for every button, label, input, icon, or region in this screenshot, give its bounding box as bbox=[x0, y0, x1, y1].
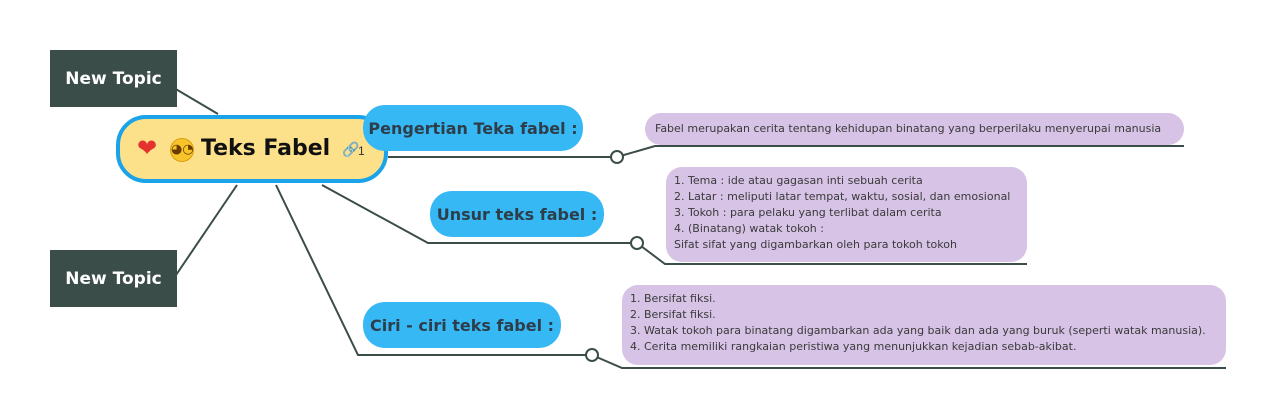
note-pengertian[interactable]: Fabel merupakan cerita tentang kehidupan… bbox=[645, 113, 1184, 145]
note-line: 3. Watak tokoh para binatang digambarkan… bbox=[630, 324, 1206, 337]
connector-note-2 bbox=[636, 242, 1027, 265]
link-icon[interactable]: 🔗 bbox=[342, 141, 360, 157]
side-topic-label: New Topic bbox=[65, 68, 162, 89]
note-line: 1. Bersifat fiksi. bbox=[630, 292, 716, 305]
note-line: 2. Latar : meliputi latar tempat, waktu,… bbox=[674, 190, 1011, 203]
note-ciri[interactable]: 1. Bersifat fiksi. 2. Bersifat fiksi. 3.… bbox=[622, 285, 1226, 365]
note-line: Sifat sifat yang digambarkan oleh para t… bbox=[674, 238, 957, 251]
branch-ciri[interactable]: Ciri - ciri teks fabel : bbox=[363, 302, 561, 348]
connector-branch-3 bbox=[275, 184, 592, 356]
branch-label: Unsur teks fabel : bbox=[436, 204, 598, 224]
branch-label: Ciri - ciri teks fabel : bbox=[369, 315, 555, 335]
branch-pengertian[interactable]: Pengertian Teka fabel : bbox=[363, 105, 583, 151]
link-count: 1 bbox=[358, 144, 365, 158]
connector-side-topic-1 bbox=[173, 87, 219, 115]
collapse-handle-2 bbox=[630, 236, 644, 250]
grinning-face-icon: ◕◔ bbox=[170, 138, 194, 162]
connector-side-topic-2 bbox=[173, 184, 238, 279]
note-line: 4. (Binatang) watak tokoh : bbox=[674, 222, 824, 235]
connector-note-1 bbox=[616, 145, 1184, 158]
side-topic-label: New Topic bbox=[65, 268, 162, 289]
side-topic-1[interactable]: New Topic bbox=[50, 50, 177, 107]
connector-branch-2 bbox=[321, 184, 637, 244]
connector-note-3 bbox=[591, 354, 1226, 369]
central-topic-title: Teks Fabel bbox=[201, 136, 331, 161]
branch-unsur[interactable]: Unsur teks fabel : bbox=[430, 191, 604, 237]
collapse-handle-1 bbox=[610, 150, 624, 164]
note-line: 3. Tokoh : para pelaku yang terlibat dal… bbox=[674, 206, 942, 219]
heart-icon: ❤ bbox=[137, 134, 158, 162]
note-line: 1. Tema : ide atau gagasan inti sebuah c… bbox=[674, 174, 923, 187]
note-unsur[interactable]: 1. Tema : ide atau gagasan inti sebuah c… bbox=[666, 167, 1027, 262]
central-topic[interactable]: ❤ ◕◔ Teks Fabel 🔗 1 bbox=[116, 115, 388, 183]
note-line: 2. Bersifat fiksi. bbox=[630, 308, 716, 321]
note-line: Fabel merupakan cerita tentang kehidupan… bbox=[655, 122, 1162, 135]
note-line: 4. Cerita memiliki rangkaian peristiwa y… bbox=[630, 340, 1077, 353]
side-topic-2[interactable]: New Topic bbox=[50, 250, 177, 307]
branch-label: Pengertian Teka fabel : bbox=[368, 118, 578, 138]
collapse-handle-3 bbox=[585, 348, 599, 362]
